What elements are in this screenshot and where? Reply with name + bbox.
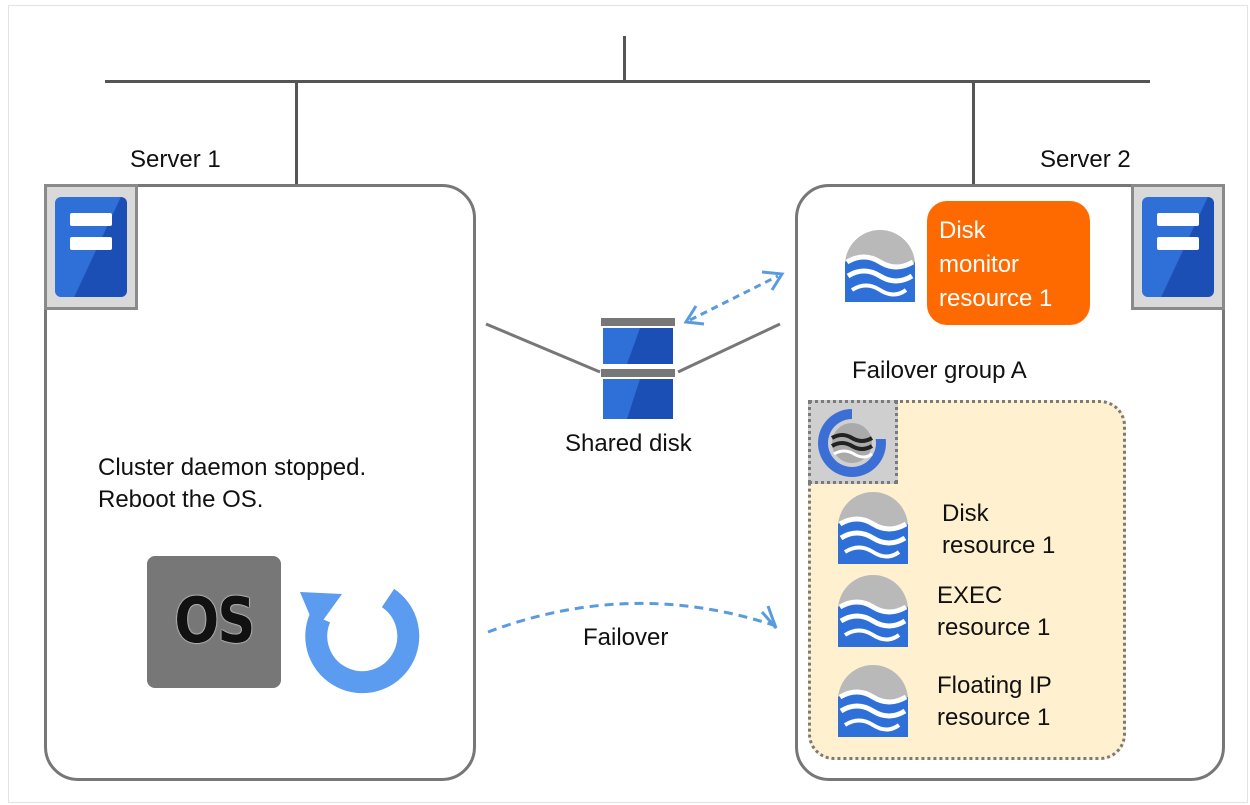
resource-disk-line1: Disk (942, 500, 989, 527)
server1-icon (44, 184, 138, 310)
group-g-icon (818, 409, 888, 477)
disk-monitor-resource-icon (845, 230, 915, 302)
floating-ip-resource-icon (838, 665, 908, 737)
os-icon-text: OS (174, 584, 255, 657)
shared-disk-label: Shared disk (565, 430, 692, 457)
diagram-frame (8, 5, 1248, 803)
resource-disk-line2: resource 1 (942, 532, 1056, 559)
server1-label: Server 1 (130, 146, 221, 173)
failover-group-title: Failover group A (852, 357, 1027, 384)
resource-floating-ip-line1: Floating IP (937, 672, 1052, 699)
disk-monitor-resource: Disk monitor resource 1 (927, 201, 1090, 325)
resource-exec-line1: EXEC (937, 582, 1003, 609)
resource-floating-ip-line2: resource 1 (937, 704, 1051, 731)
disk-link-server1 (485, 322, 601, 374)
os-icon: OS (147, 556, 281, 688)
disk-monitor-line3: resource 1 (939, 285, 1053, 312)
disk-resource-icon (838, 492, 908, 564)
server1-network-link (295, 82, 298, 186)
shared-disk-icon (601, 318, 675, 419)
server2-label: Server 2 (1040, 146, 1131, 173)
network-bus (105, 80, 1150, 83)
disk-link-server2 (677, 322, 781, 374)
server2-icon (1131, 184, 1225, 310)
failover-arrow (487, 601, 778, 634)
failover-label: Failover (583, 624, 669, 651)
disk-monitor-line1: Disk (939, 217, 986, 244)
exec-resource-icon (838, 575, 908, 647)
status-message-line1: Cluster daemon stopped. (98, 454, 367, 481)
server2-network-link (972, 82, 975, 186)
resource-exec-line2: resource 1 (937, 614, 1051, 641)
disk-monitor-line2: monitor (939, 251, 1020, 278)
status-message-line2: Reboot the OS. (98, 486, 264, 513)
disk-monitor-arrow (683, 270, 785, 326)
network-uplink (623, 36, 626, 82)
